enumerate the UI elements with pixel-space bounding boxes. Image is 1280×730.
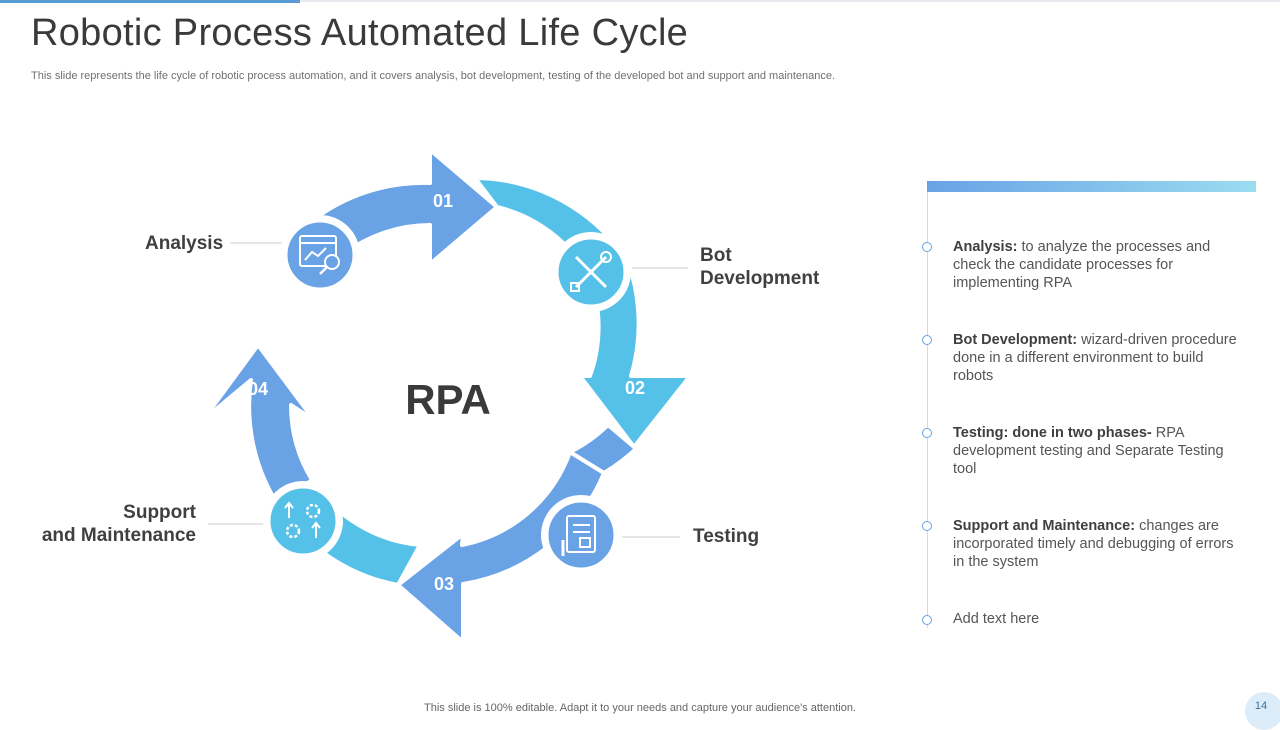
gears-arrows-icon xyxy=(263,481,343,561)
analysis-chart-icon xyxy=(280,215,360,295)
rpa-cycle-diagram: 01 02 03 04 RPA xyxy=(201,148,692,644)
page-subtitle: This slide represents the life cycle of … xyxy=(31,70,836,82)
label-analysis: Analysis xyxy=(145,233,224,254)
timeline-dot-testing xyxy=(922,428,932,438)
cycle-segment-02-tail xyxy=(568,413,666,475)
step-number-01: 01 xyxy=(433,191,453,211)
cycle-segment-04 xyxy=(201,343,316,507)
detail-item-testing: Testing: done in two phases- RPA develop… xyxy=(953,425,1224,477)
step-number-03: 03 xyxy=(434,574,454,594)
detail-item-bot-development: Bot Development: wizard-driven procedure… xyxy=(953,332,1237,384)
label-testing: Testing xyxy=(693,526,760,547)
page-title: Robotic Process Automated Life Cycle xyxy=(31,12,689,54)
timeline-dot-placeholder xyxy=(922,615,932,625)
timeline-line xyxy=(927,192,928,628)
timeline-dot-bot-development xyxy=(922,335,932,345)
label-bot-development: Bot Development xyxy=(700,245,820,289)
top-accent-bar xyxy=(0,0,300,3)
center-label: RPA xyxy=(405,376,491,423)
top-divider xyxy=(0,0,1280,2)
page-number: 14 xyxy=(1245,692,1280,730)
timeline-dot-support xyxy=(922,521,932,531)
detail-item-support: Support and Maintenance: changes are inc… xyxy=(953,518,1234,570)
test-document-icon xyxy=(541,495,621,575)
label-support-maintenance: Support and Maintenance xyxy=(41,502,196,546)
footer-note: This slide is 100% editable. Adapt it to… xyxy=(424,702,856,714)
detail-item-placeholder[interactable]: Add text here xyxy=(953,611,1040,627)
step-number-02: 02 xyxy=(625,378,645,398)
tools-icon xyxy=(551,232,631,312)
detail-item-analysis: Analysis: to analyze the processes and c… xyxy=(953,239,1211,291)
timeline-dot-analysis xyxy=(922,242,932,252)
step-number-04: 04 xyxy=(248,379,268,399)
panel-header-bar xyxy=(927,181,1256,192)
